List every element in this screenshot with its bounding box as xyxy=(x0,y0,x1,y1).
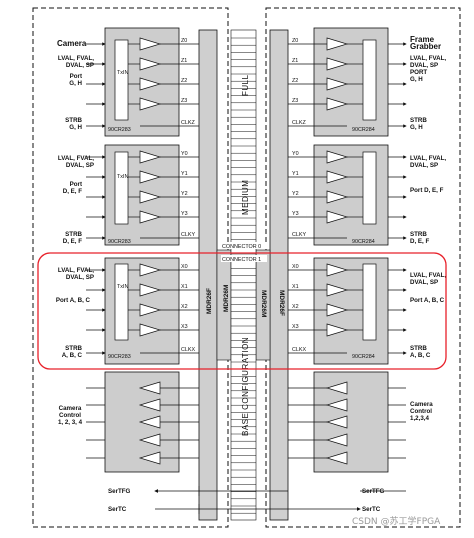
rxout-base xyxy=(362,263,377,341)
channel-label-left: Y1 xyxy=(181,171,188,177)
channel-label-right: X3 xyxy=(292,324,299,330)
connector1-label: CONNECTOR 1 xyxy=(222,257,261,263)
connector-mid-left-label: MDR26M xyxy=(223,285,230,312)
serial-label-right: SerTC xyxy=(362,506,381,513)
chip-camera-base: 90CR283 xyxy=(108,354,131,360)
channel-label-right: Z0 xyxy=(292,38,298,44)
connector-right-label: MDR26F xyxy=(278,290,285,316)
camera-signals-base: LVAL, FVAL,DVAL, SP xyxy=(58,267,94,281)
channel-label-left: X3 xyxy=(181,324,188,330)
channel-label-left: Z0 xyxy=(181,38,187,44)
channel-label-right: Z1 xyxy=(292,58,298,64)
channel-label-left: Y3 xyxy=(181,211,188,217)
channel-label-right: Y1 xyxy=(292,171,299,177)
channel-label-right: Z2 xyxy=(292,78,298,84)
txin-full-label: TxIN xyxy=(117,70,128,76)
channel-label-left: Z2 xyxy=(181,78,187,84)
grabber-signals-medium: LVAL, FVAL,DVAL, SP xyxy=(410,155,446,169)
chip-grabber-medium: 90CR284 xyxy=(352,239,375,245)
channel-label-right: X0 xyxy=(292,264,299,270)
config-base-label: BASE CONFIGURATION xyxy=(241,337,250,436)
txin-full xyxy=(114,39,129,121)
serial-label-left: SerTC xyxy=(108,506,127,513)
channel-label-right: CLKX xyxy=(292,347,306,353)
rxout-medium xyxy=(362,151,377,225)
control-arrows xyxy=(86,381,406,465)
channel-label-right: Z3 xyxy=(292,98,298,104)
txin-medium-label: TxIN xyxy=(117,174,128,180)
connector-left-label: MDR26F xyxy=(206,288,213,314)
channel-label-left: CLKX xyxy=(181,347,195,353)
grabber-medium-block xyxy=(313,144,389,246)
connector0-label: CONNECTOR 0 xyxy=(222,244,261,250)
txin-base-label: TxIN xyxy=(117,284,128,290)
channel-label-left: X0 xyxy=(181,264,188,270)
camera-boundary xyxy=(32,7,229,528)
camera-title: Camera xyxy=(57,39,87,48)
channel-label-left: Y0 xyxy=(181,151,188,157)
channel-label-right: X1 xyxy=(292,284,299,290)
channel-label-left: X1 xyxy=(181,284,188,290)
chip-grabber-full: 90CR284 xyxy=(352,127,375,133)
connector-mid-right-label: MDR26M xyxy=(260,290,267,317)
control-buffer-right xyxy=(325,433,348,447)
grabber-port-medium: Port D, E, F xyxy=(410,187,444,194)
txin-base xyxy=(114,263,129,341)
camera-port-base: Port A, B, C xyxy=(56,297,91,304)
channel-label-left: CLKY xyxy=(181,232,195,238)
chip-camera-full: 90CR283 xyxy=(108,127,131,133)
channel-label-left: Z3 xyxy=(181,98,187,104)
config-full-label: FULL xyxy=(241,74,250,96)
channel-label-right: CLKY xyxy=(292,232,306,238)
grabber-port-base: Port A, B, C xyxy=(410,297,445,304)
grabber-boundary xyxy=(265,7,461,528)
channel-label-right: Y2 xyxy=(292,191,299,197)
base-config-highlight xyxy=(37,252,447,370)
control-buffer-right xyxy=(325,398,348,412)
watermark: CSDN @苏工学FPGA xyxy=(352,515,441,527)
cable-center xyxy=(230,29,257,521)
camera-signals-full: LVAL, FVAL,DVAL, SP xyxy=(58,55,94,69)
grabber-base-block xyxy=(313,257,389,365)
txin-medium xyxy=(114,151,129,225)
channel-label-right: Y0 xyxy=(292,151,299,157)
connector-left-strip xyxy=(198,29,218,521)
grabber-signals-base: LVAL, FVAL,DVAL, SP xyxy=(410,272,446,286)
channel-label-right: X2 xyxy=(292,304,299,310)
connector-right-strip xyxy=(269,29,289,521)
channel-label-left: Y2 xyxy=(181,191,188,197)
config-medium-label: MEDIUM xyxy=(241,180,250,215)
channel-label-left: Z1 xyxy=(181,58,187,64)
serial-lines: SerTFG SerTFG SerTC SerTC xyxy=(108,486,406,514)
serial-label-right: SerTFG xyxy=(362,488,385,495)
chip-grabber-base: 90CR284 xyxy=(352,354,375,360)
control-buffer-right xyxy=(325,451,348,465)
rxout-full xyxy=(362,39,377,121)
control-buffer-right xyxy=(325,381,348,395)
channel-label-right: CLKZ xyxy=(292,120,306,126)
control-buffer-right xyxy=(325,415,348,429)
camera-signals-medium: LVAL, FVAL,DVAL, SP xyxy=(58,155,94,169)
channel-label-left: X2 xyxy=(181,304,188,310)
channel-label-right: Y3 xyxy=(292,211,299,217)
channel-label-left: CLKZ xyxy=(181,120,195,126)
chip-camera-medium: 90CR283 xyxy=(108,239,131,245)
serial-label-left: SerTFG xyxy=(108,488,131,495)
